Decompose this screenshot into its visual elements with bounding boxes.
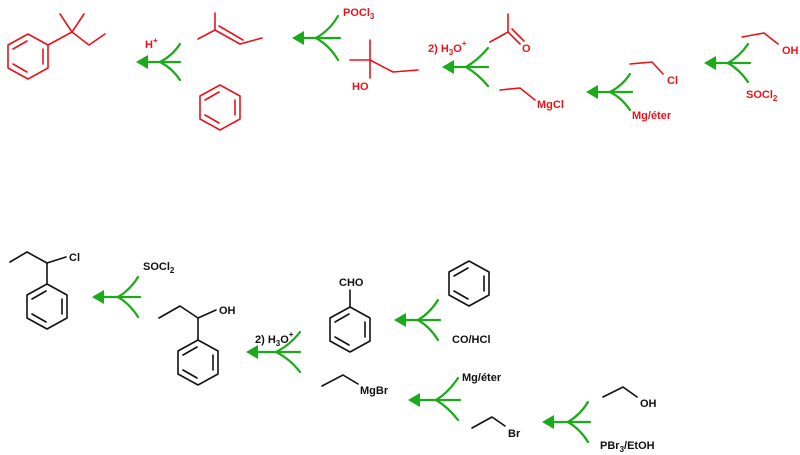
benzene-ring [26,283,68,330]
structure-1-chloro-1-phenylpropane: Cl [9,251,80,330]
structure-2-methyl-2-butene [197,12,263,45]
reaction-arrow-acid-alkylation: H+ [136,36,182,82]
structure-benzene-reagent [199,84,241,131]
atom-label-cho: CHO [339,277,364,289]
reaction-arrow-dehydration: POCl3 [292,7,375,62]
atom-label-ho: HO [352,81,369,93]
top-synthesis-scheme: H+ POCl3 [7,7,799,131]
reagent-socl2-label-top: SOCl2 [746,89,778,103]
reagent-socl2-label-bottom: SOCl2 [143,261,175,275]
reaction-arrow-grignard-bottom: Mg/éter [408,372,502,422]
reaction-arrow-bromination: PBr3/EtOH [542,400,655,454]
structure-1-phenyl-1-propanol: OH [158,305,236,386]
reagent-acid-label: H+ [145,36,158,51]
structure-ethanol-top: OH [741,32,799,57]
reaction-arrow-hydrolysis-top: 2) H3O+ [428,39,490,88]
atom-label-oh-alcohol: OH [219,305,236,317]
reaction-arrow-chlorination-top: SOCl2 [704,42,778,103]
atom-label-cl-bottom: Cl [69,252,80,264]
reagent-mg-ether-label-top: Mg/éter [632,110,672,122]
reaction-arrow-hydrolysis-bottom: 2) H3O+ [246,330,302,374]
benzene-ring [329,306,371,353]
atom-label-ketone-o: O [522,43,531,55]
reagent-h3o-label-bottom: 2) H3O+ [255,330,294,348]
reagent-co-hcl-label: CO/HCl [452,334,491,346]
atom-label-mgcl: MgCl [537,99,564,111]
reaction-arrow-chlorination-bottom: SOCl2 [92,261,175,319]
atom-label-cl-top: Cl [667,75,678,87]
structure-bromoethane: Br [471,416,521,440]
structure-ethylmagnesium-chloride: MgCl [499,87,564,111]
reagent-h3o-label-top: 2) H3O+ [428,39,467,57]
bottom-synthesis-scheme: Cl SOCl2 OH 2) H3O+ [9,251,657,454]
structure-benzene-bottom [448,260,490,307]
atom-label-br: Br [508,428,521,440]
atom-label-mgbr: MgBr [360,385,389,397]
structure-2-methyl-2-butanol: HO [349,39,419,93]
structure-acetone: O [489,13,531,55]
reagent-pbr3-label: PBr3/EtOH [600,440,655,454]
reaction-arrow-formylation: CO/HCl [394,298,491,346]
benzene-ring [448,260,490,307]
structure-ethylmagnesium-bromide: MgBr [321,374,389,397]
atom-label-oh-top: OH [782,45,799,57]
reagent-mg-ether-label-bottom: Mg/éter [462,372,502,384]
atom-label-oh-ethanol: OH [640,398,657,410]
reaction-arrow-grignard-top: Mg/éter [586,72,672,122]
structure-2-methyl-2-phenylbutane [7,13,106,80]
reagent-pocl3-label: POCl3 [343,7,375,21]
structure-benzaldehyde: CHO [329,277,371,353]
structure-chloroethane: Cl [629,61,678,87]
benzene-ring [7,33,49,80]
benzene-ring [177,339,219,386]
benzene-ring [199,84,241,131]
structure-ethanol-bottom: OH [602,386,657,410]
